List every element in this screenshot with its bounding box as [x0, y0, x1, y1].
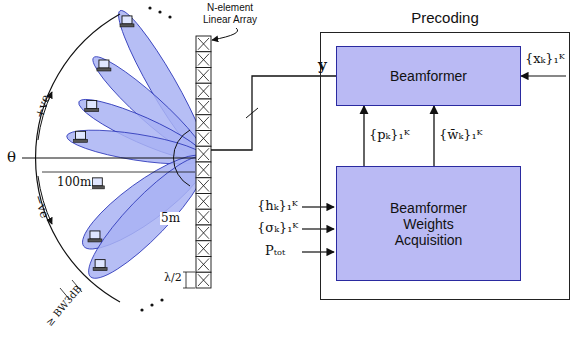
- element-cross: [198, 38, 209, 50]
- element-cross: [198, 243, 209, 255]
- edge-label: {pₖ}₁ᴷ: [369, 128, 410, 142]
- array-element: [196, 68, 211, 84]
- element-cross: [198, 180, 209, 192]
- element-cross: [198, 54, 209, 66]
- beam-lobes: [65, 4, 220, 290]
- annotation-label: θ: [6, 149, 17, 166]
- element-cross: [198, 211, 209, 223]
- input-arrow: [302, 228, 334, 229]
- annotation-label: +ve: [33, 92, 54, 121]
- element-cross: [198, 211, 209, 223]
- array-element: [196, 52, 211, 68]
- user-laptop: [85, 101, 99, 112]
- connector: [363, 106, 364, 166]
- element-cross: [198, 227, 209, 239]
- element-cross: [198, 180, 209, 192]
- leader-line: [212, 28, 238, 40]
- element-cross: [198, 196, 209, 208]
- box-label: Beamformer: [382, 68, 475, 84]
- element-cross: [198, 70, 209, 82]
- input-arrow: [302, 206, 334, 207]
- input-arrow: [302, 251, 334, 252]
- array-element: [196, 257, 211, 273]
- process-box: Beamformer Weights Acquisition: [336, 166, 521, 281]
- array-element: [196, 178, 211, 194]
- array-element: [196, 241, 211, 257]
- element-cross: [198, 101, 209, 113]
- array-element: [196, 83, 211, 99]
- annotation-label: Pₜₒₜ: [264, 244, 286, 258]
- user-laptop: [90, 178, 104, 189]
- annotation-label: {xₖ}₁ᴷ: [524, 52, 566, 66]
- annotation-label: {hₖ}₁ᴷ: [256, 199, 299, 213]
- annotation-label: {σₖ}₁ᴷ: [256, 221, 299, 235]
- array-label: N-element Linear Array: [194, 2, 266, 25]
- element-cross: [198, 70, 209, 82]
- edge-label: y: [318, 57, 327, 74]
- annotation-label: ≥ BW3dB: [43, 282, 84, 328]
- precoding-frame: PrecodingBeamformerBeamformer Weights Ac…: [320, 32, 570, 300]
- radius-line: [42, 172, 195, 173]
- annotation-label: λ/2: [163, 272, 183, 284]
- array-element: [196, 272, 211, 288]
- element-cross: [198, 243, 209, 255]
- spacing-dimension: [183, 272, 195, 273]
- array-element: [196, 131, 211, 147]
- element-cross: [198, 148, 209, 160]
- array-element: [196, 146, 211, 162]
- edge-label: {w̄ₖ}₁ᴷ: [439, 128, 483, 142]
- user-laptop: [93, 260, 107, 271]
- array-element: [196, 162, 211, 178]
- element-cross: [198, 259, 209, 271]
- user-laptop: [97, 60, 111, 71]
- element-cross: [198, 164, 209, 176]
- array-element: [196, 209, 211, 225]
- spacing-dimension: [183, 288, 195, 289]
- connector: [211, 76, 336, 150]
- element-cross: [198, 274, 209, 286]
- array-element: [196, 194, 211, 210]
- reference-line: [22, 158, 205, 159]
- user-laptop: [74, 131, 88, 142]
- element-cross: [198, 117, 209, 129]
- frame-title: Precoding: [321, 9, 569, 26]
- user-laptop: [120, 16, 134, 27]
- array-element: [196, 115, 211, 131]
- element-cross: [198, 164, 209, 176]
- spacing-dimension: [186, 272, 187, 288]
- connector: [433, 106, 434, 166]
- element-cross: [198, 274, 209, 286]
- element-cross: [198, 54, 209, 66]
- annotation-label: −ve: [31, 192, 52, 221]
- annotation-label: 100m: [56, 176, 92, 189]
- array-element: [196, 99, 211, 115]
- element-cross: [198, 85, 209, 97]
- box-label: Beamformer Weights Acquisition: [361, 200, 497, 248]
- array-element: [196, 36, 211, 52]
- element-cross: [198, 196, 209, 208]
- element-cross: [198, 148, 209, 160]
- element-cross: [198, 227, 209, 239]
- element-cross: [198, 101, 209, 113]
- element-cross: [198, 259, 209, 271]
- element-cross: [198, 117, 209, 129]
- user-laptop: [88, 231, 102, 242]
- beam-lobe: [76, 144, 219, 290]
- element-cross: [198, 85, 209, 97]
- element-cross: [198, 38, 209, 50]
- array-element: [196, 225, 211, 241]
- input-arrow: [521, 75, 566, 76]
- antenna-array-node: N-element Linear Array: [196, 36, 211, 288]
- element-cross: [198, 133, 209, 145]
- process-box: Beamformer: [336, 46, 521, 106]
- antenna-array: [196, 36, 211, 288]
- continuation-dots: [140, 6, 171, 311]
- annotation-label: 5m: [160, 212, 181, 225]
- element-cross: [198, 133, 209, 145]
